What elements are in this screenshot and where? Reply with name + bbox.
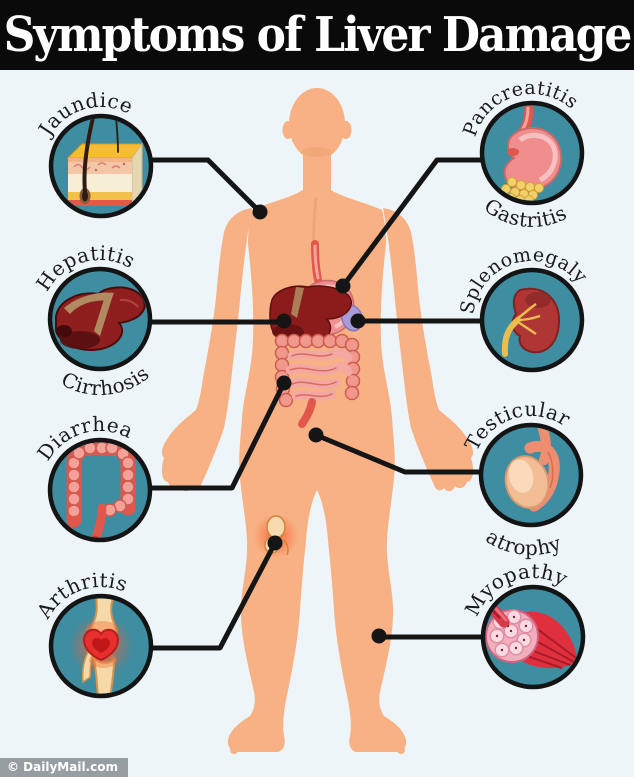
watermark: © DailyMail.com	[0, 758, 128, 777]
connector-hepatitis	[147, 313, 292, 329]
rectum	[298, 398, 316, 428]
inflamed-joint-icon	[69, 598, 133, 694]
muscle-fiber-icon	[485, 589, 578, 669]
label-atrophy: atrophy	[481, 523, 567, 564]
falciform-ligament	[291, 287, 304, 318]
right-foot-toe	[397, 746, 405, 754]
connector-arthritis	[148, 535, 283, 651]
connector-testicular-atrophy	[308, 427, 484, 475]
connector-myopathy	[371, 628, 486, 644]
human-body-silhouette	[161, 88, 474, 754]
header-banner: Symptoms of Liver Damage	[0, 0, 634, 70]
large-intestine	[274, 333, 361, 408]
liver-damage-diagram: Jaundice Hepatitis Cirrhosis Diarrhea Ar…	[24, 70, 595, 754]
connectors	[147, 157, 486, 651]
liver-icon	[55, 286, 146, 351]
connector-splenomegaly	[350, 313, 485, 329]
left-foot-toe	[230, 746, 238, 754]
connector-diarrhea	[147, 375, 292, 491]
left-arm	[161, 208, 252, 492]
page-title: Symptoms of Liver Damage	[3, 7, 633, 63]
small-intestine	[285, 348, 353, 401]
neck-shadow	[302, 147, 332, 157]
skin-cross-section-icon	[66, 118, 143, 208]
right-arm	[383, 208, 474, 492]
connector-jaundice	[147, 157, 268, 220]
head	[289, 88, 345, 160]
stomach-pancreas-icon	[501, 105, 563, 201]
spleen-kidney-icon	[501, 287, 561, 357]
connector-pancreatitis	[335, 157, 485, 294]
